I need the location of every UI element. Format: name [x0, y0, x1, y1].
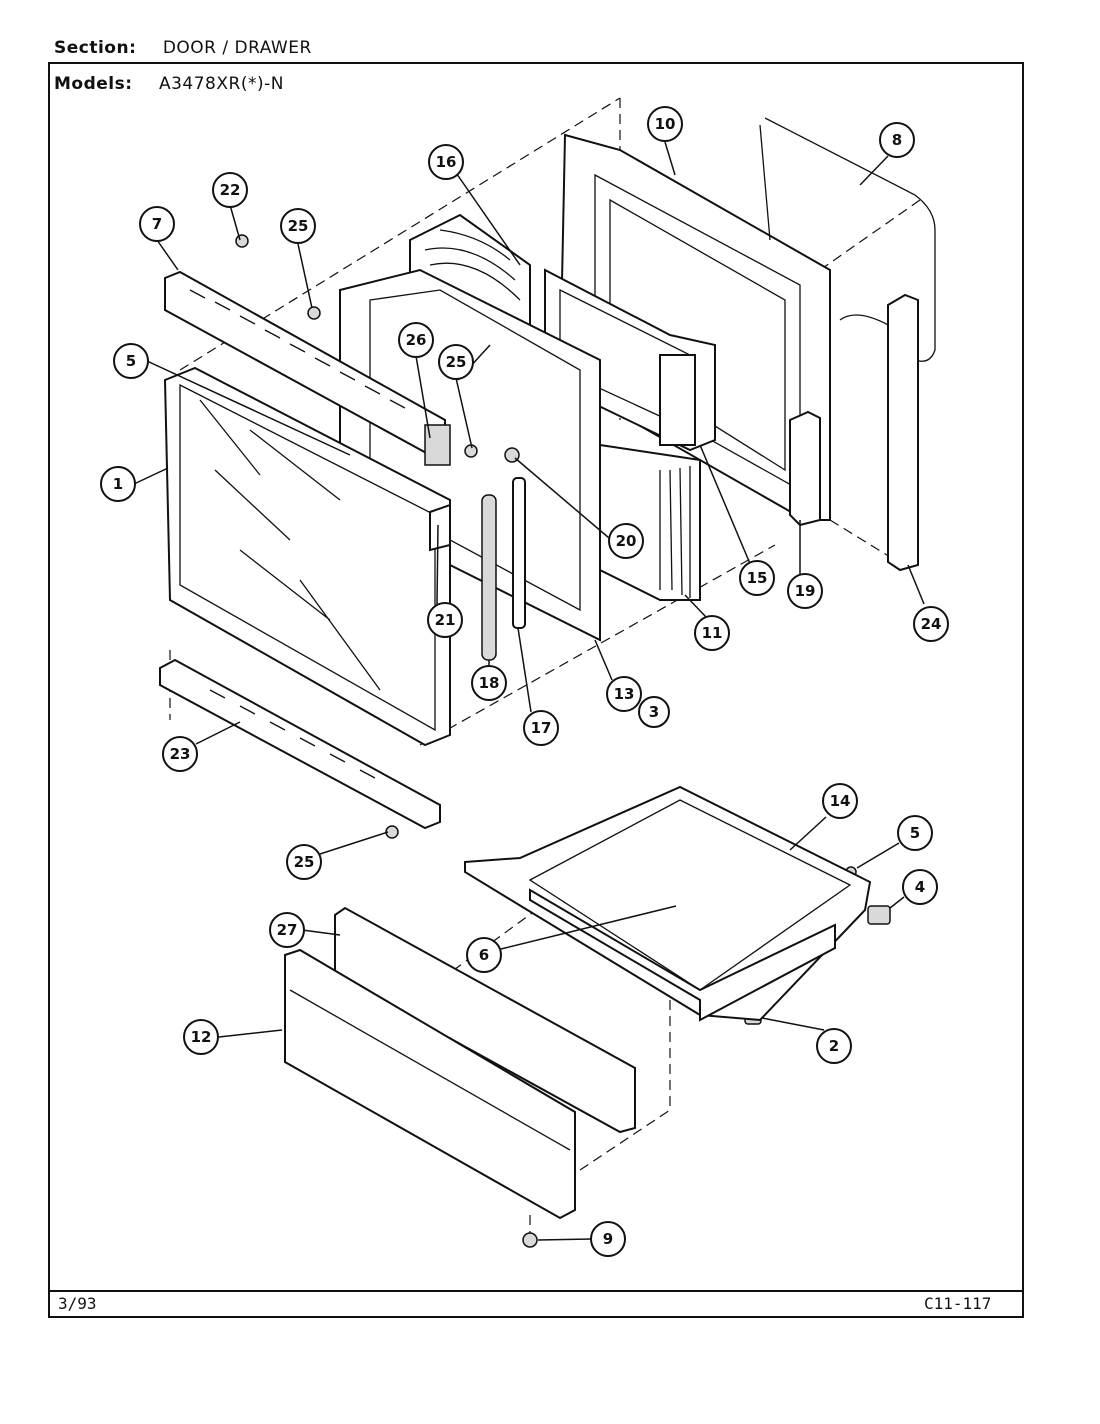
callout-13: 13	[606, 676, 642, 712]
vent-strip-part	[481, 494, 497, 661]
callout-5-door-label: 5	[126, 352, 136, 370]
diagram-frame	[48, 62, 1024, 1318]
callout-27-label: 27	[277, 921, 298, 939]
callout-11: 11	[694, 615, 730, 651]
callout-19-label: 19	[795, 582, 816, 600]
callout-26-label: 26	[406, 331, 427, 349]
callout-4-label: 4	[915, 878, 925, 896]
callout-17-label: 17	[531, 719, 552, 737]
footer-date: 3/93	[58, 1294, 97, 1313]
callout-3-label: 3	[649, 703, 659, 721]
models-label: Models:	[54, 74, 133, 94]
callout-25-top: 25	[280, 208, 316, 244]
models-header: Models: A3478XR(*)-N	[54, 74, 284, 94]
callout-14: 14	[822, 783, 858, 819]
bracket-part	[429, 503, 451, 552]
callout-25-mid: 25	[438, 344, 474, 380]
side-trim-part	[887, 293, 919, 572]
callout-18: 18	[471, 665, 507, 701]
section-header: Section: DOOR / DRAWER	[54, 38, 312, 58]
callout-20: 20	[608, 523, 644, 559]
footer-divider	[48, 1290, 1024, 1292]
callout-25-bottom-label: 25	[294, 853, 315, 871]
callout-7: 7	[139, 206, 175, 242]
callout-10: 10	[647, 106, 683, 142]
lower-insulation-part	[599, 443, 701, 601]
callout-7-label: 7	[152, 215, 162, 233]
callout-15-label: 15	[747, 569, 768, 587]
callout-11-label: 11	[702, 624, 723, 642]
callout-21-label: 21	[435, 611, 456, 629]
callout-2: 2	[816, 1028, 852, 1064]
section-label: Section:	[54, 38, 137, 58]
callout-22-label: 22	[220, 181, 241, 199]
callout-25-mid-label: 25	[446, 353, 467, 371]
drawer-front-part	[284, 948, 576, 1220]
callout-24: 24	[913, 606, 949, 642]
callout-5-drawer-label: 5	[910, 824, 920, 842]
bottom-trim-part	[159, 658, 441, 830]
section-value: DOOR / DRAWER	[162, 38, 312, 58]
callout-23-label: 23	[170, 745, 191, 763]
outer-door-part	[163, 366, 451, 747]
channel-part	[512, 477, 526, 629]
callout-10-label: 10	[655, 115, 676, 133]
callout-4: 4	[902, 869, 938, 905]
leader-lines	[133, 141, 925, 1241]
callout-16: 16	[428, 144, 464, 180]
callout-17: 17	[523, 710, 559, 746]
hinge-part	[789, 410, 821, 527]
callout-23: 23	[162, 736, 198, 772]
callout-8-label: 8	[892, 131, 902, 149]
callout-18-label: 18	[479, 674, 500, 692]
callout-13-label: 13	[614, 685, 635, 703]
callout-1-label: 1	[113, 475, 123, 493]
callout-3: 3	[638, 696, 670, 728]
callout-20-label: 20	[616, 532, 637, 550]
footer-code: C11-117	[924, 1294, 992, 1313]
callout-27: 27	[269, 912, 305, 948]
callout-15: 15	[739, 560, 775, 596]
callout-2-label: 2	[829, 1037, 839, 1055]
callout-25-bottom: 25	[286, 844, 322, 880]
drawer-pan-part	[464, 785, 872, 1022]
callout-6: 6	[466, 937, 502, 973]
callout-12: 12	[183, 1019, 219, 1055]
callout-12-label: 12	[191, 1028, 212, 1046]
models-value: A3478XR(*)-N	[158, 74, 284, 94]
callout-25-top-label: 25	[288, 217, 309, 235]
callout-5-door: 5	[113, 343, 149, 379]
glass-pack-part	[544, 268, 716, 452]
callout-5-drawer: 5	[897, 815, 933, 851]
callout-14-label: 14	[830, 792, 851, 810]
callout-19: 19	[787, 573, 823, 609]
callout-6-label: 6	[479, 946, 489, 964]
callout-8: 8	[879, 122, 915, 158]
callout-16-label: 16	[436, 153, 457, 171]
callout-1: 1	[100, 466, 136, 502]
callout-24-label: 24	[921, 615, 942, 633]
callout-26: 26	[398, 322, 434, 358]
callout-21: 21	[427, 602, 463, 638]
callout-9-label: 9	[603, 1230, 613, 1248]
callout-9: 9	[590, 1221, 626, 1257]
callout-22: 22	[212, 172, 248, 208]
